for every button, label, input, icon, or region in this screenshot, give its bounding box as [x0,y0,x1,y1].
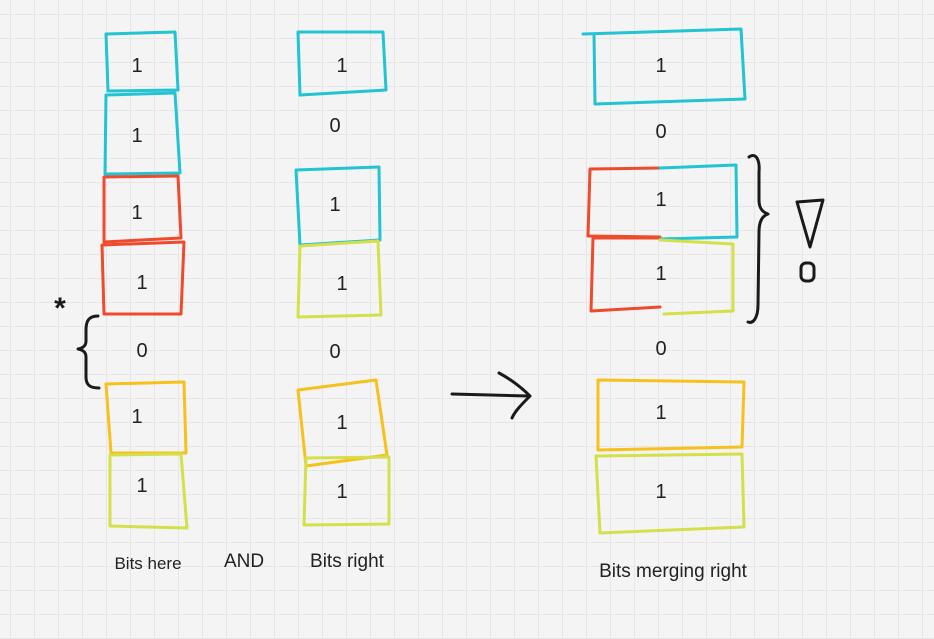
middle-box-3 [294,165,382,247]
right-curly-brace [746,154,770,324]
left-box-6 [104,380,188,455]
right-bit-5: 0 [655,338,666,360]
left-box-2 [103,91,182,176]
exclamation-icon [795,198,825,283]
right-box-3-cyan [658,163,739,241]
left-bit-1: 1 [131,55,142,77]
middle-box-4 [296,239,383,319]
right-box-4-red [589,236,662,313]
middle-bit-7: 1 [336,481,347,503]
right-column: 1 0 1 1 0 1 1 [581,27,747,535]
left-box-7 [108,452,189,530]
right-bit-2: 0 [655,121,666,143]
right-box-4-lime [658,238,735,316]
left-bit-4: 1 [136,272,147,294]
right-box-7 [594,452,746,535]
middle-box-6 [296,378,389,468]
right-box-1 [581,27,747,106]
middle-column: 1 0 1 1 0 1 1 [294,30,391,527]
left-bit-6: 1 [131,406,142,428]
left-column: 1 1 1 1 0 1 1 [100,30,189,530]
asterisk-mark: * [54,292,66,325]
left-bit-7: 1 [136,475,147,497]
left-bit-5: 0 [136,340,147,362]
left-curly-brace [76,314,101,390]
left-caption: Bits here [114,554,181,573]
middle-box-7 [302,455,391,527]
right-arrow-icon [450,371,532,420]
left-bit-3: 1 [131,202,142,224]
right-bit-3: 1 [655,189,666,211]
middle-box-1 [296,30,388,97]
middle-bit-2: 0 [329,115,340,137]
right-bit-6: 1 [655,402,666,424]
middle-bit-3: 1 [329,194,340,216]
middle-caption: Bits right [310,551,385,572]
right-bit-4: 1 [655,263,666,285]
right-bit-7: 1 [655,481,666,503]
left-bit-2: 1 [131,125,142,147]
and-operator: AND [224,551,264,572]
right-bit-1: 1 [655,55,666,77]
middle-bit-6: 1 [336,412,347,434]
right-box-6 [596,378,746,452]
middle-bit-4: 1 [336,273,347,295]
middle-bit-1: 1 [336,55,347,77]
middle-bit-5: 0 [329,341,340,363]
right-box-3-red [586,166,662,239]
left-box-4 [100,240,186,316]
left-box-1 [104,30,180,93]
left-box-3 [102,174,183,244]
right-caption: Bits merging right [599,561,748,582]
